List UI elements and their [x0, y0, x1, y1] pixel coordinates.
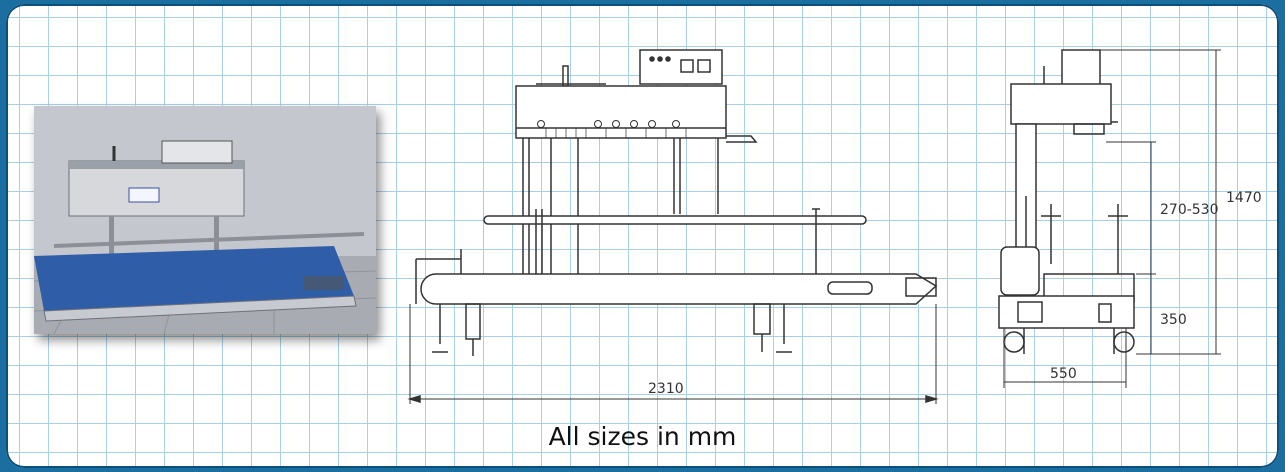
grid-panel: 2310 1470 270-530 350 550 All sizes in m… [6, 4, 1279, 468]
dim-length: 2310 [648, 381, 684, 397]
dim-conveyor-height: 350 [1160, 312, 1187, 328]
machine-photo [34, 106, 376, 334]
units-caption: All sizes in mm [548, 422, 737, 451]
technical-drawing: 2310 1470 270-530 350 550 [407, 49, 1262, 404]
dim-sealing-height: 270-530 [1160, 202, 1219, 218]
dim-total-height: 1470 [1226, 190, 1262, 206]
dim-width: 550 [1050, 366, 1077, 382]
